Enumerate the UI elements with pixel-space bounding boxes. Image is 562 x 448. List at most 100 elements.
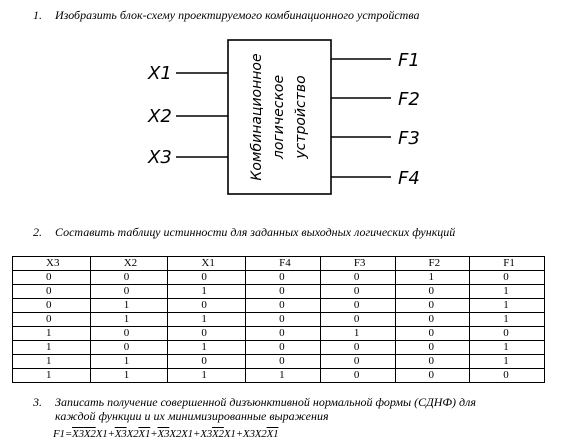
column-header: F1 <box>469 256 545 271</box>
formula-literal: X3 <box>200 428 213 440</box>
table-cell: 0 <box>245 312 321 327</box>
formula-literal: X3 <box>72 428 84 440</box>
table-cell: 1 <box>469 284 545 299</box>
table-cell: 0 <box>167 354 247 369</box>
table-cell: 1 <box>89 298 169 313</box>
column-header: F3 <box>319 256 396 271</box>
table-cell: 0 <box>394 368 471 383</box>
column-header: F2 <box>394 256 471 271</box>
input-label-x1: X1 <box>147 63 172 84</box>
formula-literal: X3 <box>242 428 255 440</box>
table-cell: 1 <box>245 368 321 383</box>
table-cell: 0 <box>319 368 396 383</box>
table-cell: 0 <box>12 270 91 285</box>
formula-literal: X2 <box>83 428 96 440</box>
f1-formula: F1=X3X2X1+X3X2X1+X3X2X1+X3X2X1+X3X2X1 <box>53 428 279 440</box>
table-cell: 1 <box>319 326 396 341</box>
table-cell: 1 <box>167 340 247 355</box>
table-cell: 0 <box>12 312 91 327</box>
table-cell: 0 <box>394 326 471 341</box>
table-cell: 0 <box>245 354 321 369</box>
task-1-text: Изобразить блок-схему проектируемого ком… <box>55 8 420 22</box>
table-cell: 0 <box>319 284 396 299</box>
table-cell: 0 <box>167 326 247 341</box>
table-cell: 1 <box>167 368 247 383</box>
table-cell: 0 <box>89 326 169 341</box>
table-cell: 1 <box>12 326 91 341</box>
table-cell: 0 <box>319 340 396 355</box>
formula-plus: + <box>150 428 158 440</box>
table-cell: 1 <box>167 284 247 299</box>
input-label-x3: X3 <box>147 147 172 168</box>
formula-literal: X1 <box>181 428 193 440</box>
table-cell: 0 <box>319 354 396 369</box>
task-3-text-line-2: каждой функции и их минимизированные выр… <box>55 409 329 423</box>
table-cell: 1 <box>469 340 545 355</box>
column-header: F4 <box>245 256 321 271</box>
block-label-line-2: логическое <box>271 75 287 160</box>
table-cell: 0 <box>245 298 321 313</box>
output-label-f3: F3 <box>398 128 420 149</box>
table-cell: 0 <box>245 326 321 341</box>
formula-literal: X2 <box>254 428 267 440</box>
table-cell: 0 <box>12 284 91 299</box>
block-label-line-3: устройство <box>293 75 309 159</box>
output-label-f2: F2 <box>398 89 420 110</box>
table-cell: 1 <box>469 354 545 369</box>
column-header: X2 <box>89 256 169 271</box>
table-cell: 1 <box>167 312 247 327</box>
formula-literal: X2 <box>212 428 224 440</box>
block-diagram: Комбинационное логическое устройство X1 … <box>147 39 420 195</box>
table-cell: 1 <box>469 298 545 313</box>
task-2: 2.Составить таблицу истинности для задан… <box>33 225 455 240</box>
table-cell: 1 <box>394 270 471 285</box>
input-label-x2: X2 <box>147 106 172 127</box>
table-cell: 0 <box>394 354 471 369</box>
table-cell: 1 <box>12 354 91 369</box>
table-cell: 0 <box>245 340 321 355</box>
table-cell: 0 <box>245 284 321 299</box>
table-cell: 0 <box>167 298 247 313</box>
table-cell: 1 <box>469 312 545 327</box>
formula-literal: X1 <box>266 428 279 440</box>
table-cell: 0 <box>167 270 247 285</box>
table-cell: 0 <box>319 270 396 285</box>
table-cell: 1 <box>89 312 169 327</box>
table-cell: 0 <box>469 326 545 341</box>
block-label-line-1: Комбинационное <box>249 53 265 180</box>
formula-literal: X1 <box>223 428 236 440</box>
table-cell: 0 <box>469 270 545 285</box>
task-3-text-line-1: Записать получение совершенной дизъюнкти… <box>55 395 476 409</box>
output-label-f1: F1 <box>398 50 420 71</box>
block-label: Комбинационное логическое устройство <box>249 53 309 180</box>
formula-literal: X2 <box>126 428 139 440</box>
formula-lhs: F1= <box>53 428 73 440</box>
table-cell: 0 <box>469 368 545 383</box>
table-cell: 0 <box>394 340 471 355</box>
table-cell: 0 <box>89 270 169 285</box>
formula-plus: + <box>192 428 201 440</box>
table-cell: 0 <box>394 284 471 299</box>
task-3-number: 3. <box>33 395 42 409</box>
table-cell: 1 <box>12 368 91 383</box>
column-header: X1 <box>167 256 247 271</box>
task-1: 1. Изобразить блок-схему проектируемого к… <box>33 8 419 23</box>
formula-literal: X1 <box>95 428 108 440</box>
task-1-number: 1. <box>33 8 42 22</box>
table-cell: 0 <box>89 340 169 355</box>
table-cell: 0 <box>89 284 169 299</box>
table-cell: 0 <box>319 298 396 313</box>
logic-device-block <box>227 39 332 195</box>
formula-plus: + <box>235 428 243 440</box>
formula-literal: X1 <box>138 428 151 440</box>
table-cell: 0 <box>319 312 396 327</box>
